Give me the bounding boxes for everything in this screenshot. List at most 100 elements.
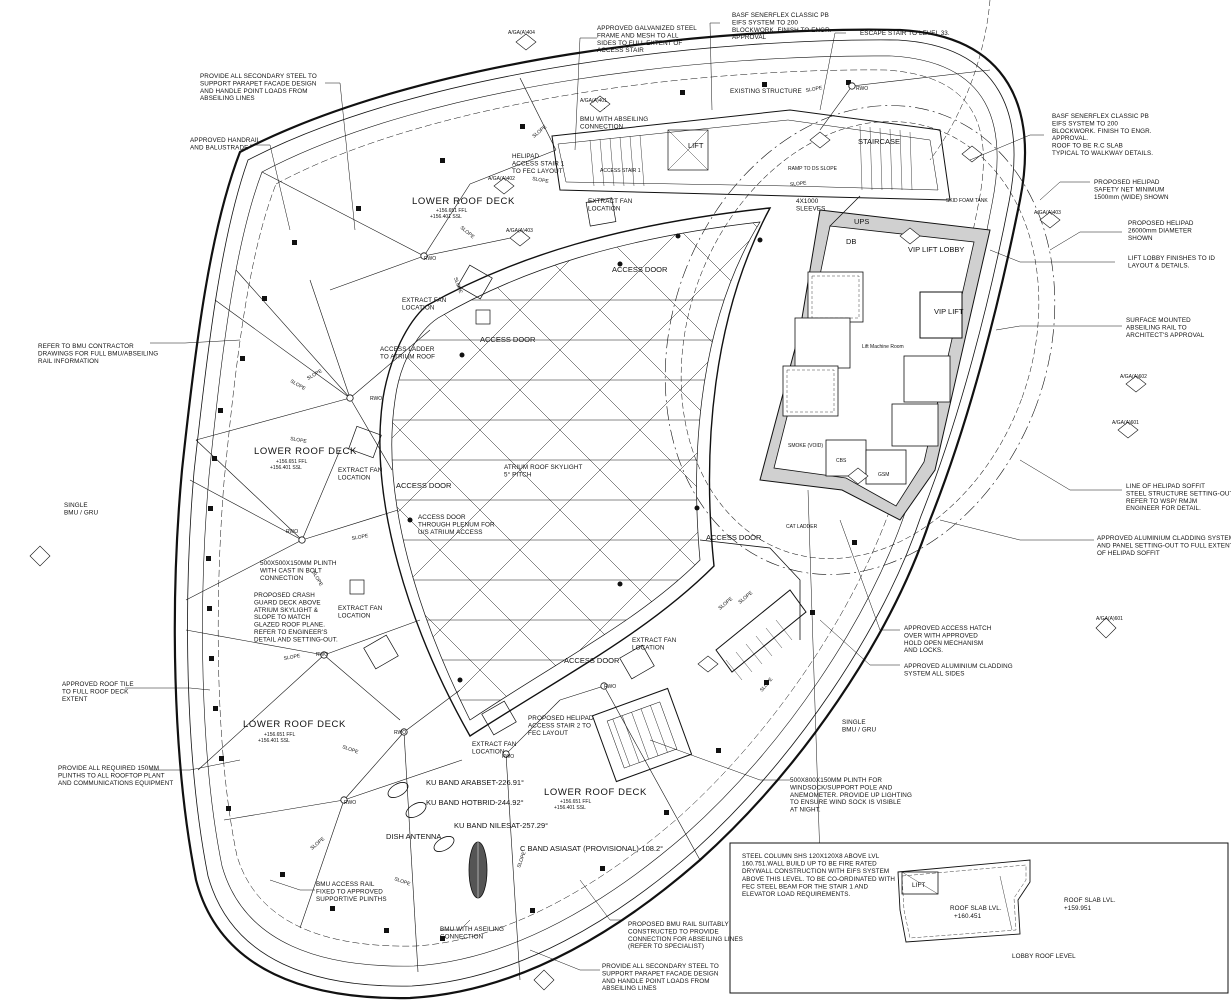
room-label-8: CAT LADDER — [786, 524, 818, 530]
inner-note-3-line-1: LOCATION — [588, 205, 621, 212]
door-label-0: ACCESS DOOR — [612, 265, 668, 274]
note-right-10-line-3: TO ENSURE WIND SOCK IS VISIBLE — [790, 799, 901, 806]
note-right-9-line-0: SINGLE — [842, 719, 866, 726]
note-left-0-line-0: PROVIDE ALL SECONDARY STEEL TO — [200, 73, 317, 80]
note-left-4-line-0: APPROVED ROOF TILE — [62, 681, 134, 688]
note-right-4-line-1: ABSEILING RAIL TO — [1126, 324, 1187, 331]
slope-label-14: SLOPE — [805, 85, 823, 94]
room-label-4: Lift Machine Room — [862, 344, 904, 350]
inner-note-12-line-0: PROPOSED HELIPAD — [528, 715, 594, 722]
note-bottom-3-line-3: ABSEILING LINES — [602, 985, 657, 992]
note-bottom-2-line-2: CONNECTION FOR ABSEILING LINES — [628, 936, 743, 943]
inner-note-7-line-1: WITH CAST IN BOLT — [260, 567, 322, 574]
note-top-1-line-0: BASF SENERFLEX CLASSIC PB — [732, 12, 829, 19]
note-right-0-line-5: TYPICAL TO WALKWAY DETAILS. — [1052, 150, 1153, 157]
note-right-2-line-1: 26000mm DIAMETER — [1128, 227, 1192, 234]
slope-label-17: SLOPE — [759, 676, 775, 693]
note-bottom-0-line-0: BMU ACCESS RAIL — [316, 881, 375, 888]
inner-note-1-line-0: HELIPAD — [512, 153, 540, 160]
note-right-4-line-0: SURFACE MOUNTED — [1126, 317, 1191, 324]
inner-note-13-line-1: THROUGH PLENUM FOR — [418, 521, 495, 528]
room-label-0: UPS — [854, 217, 869, 226]
inner-note-8-line-3: SLOPE TO MATCH — [254, 614, 311, 621]
note-top-0-line-3: ACCESS STAIR — [597, 47, 644, 54]
inner-note-3-line-0: EXTRACT FAN — [588, 198, 633, 205]
note-right-8-line-1: SYSTEM ALL SIDES — [904, 670, 965, 677]
slope-label-12: SLOPE — [532, 176, 550, 185]
inner-note-13-line-0: ACCESS DOOR — [418, 514, 466, 521]
slope-label-10: SLOPE — [459, 225, 476, 241]
room-label-1: DB — [846, 237, 856, 246]
section-tag-7: A/GA(A)601 — [1096, 616, 1123, 622]
note-right-7-line-3: AND LOCKS. — [904, 647, 943, 654]
note-right-1-line-0: PROPOSED HELIPAD — [1094, 179, 1160, 186]
inner-note-8-line-6: DETAIL AND SETTING-OUT. — [254, 636, 338, 643]
door-label-1: ACCESS DOOR — [480, 335, 536, 344]
note-left-0-line-3: ABSEILING LINES — [200, 95, 255, 102]
inner-note-11-line-0: EXTRACT FAN — [472, 741, 517, 748]
note-right-0-line-3: APPROVAL. — [1052, 135, 1088, 142]
lobby-slab-right: ROOF SLAB LVL. — [1064, 897, 1116, 904]
note-bottom-2-line-3: (REFER TO SPECIALIST) — [628, 943, 704, 950]
dish-label-3: C BAND ASIASAT (PROVISIONAL)-108.2° — [520, 844, 663, 853]
slope-label-6: SLOPE — [393, 876, 411, 888]
note-bottom-3-line-1: SUPPORT PARAPET FACADE DESIGN — [602, 970, 719, 977]
note-bottom-1-line-1: CONNECTION — [440, 933, 484, 940]
note-top-0-line-0: APPROVED GALVANIZED STEEL — [597, 25, 697, 32]
note-right-0-line-0: BASF SENERFLEX CLASSIC PB — [1052, 113, 1149, 120]
lobby-note-line-2: DRYWALL CONSTRUCTION WITH EIFS SYSTEM — [742, 868, 889, 875]
door-label-4: ACCESS DOOR — [564, 656, 620, 665]
note-bottom-3-line-0: PROVIDE ALL SECONDARY STEEL TO — [602, 963, 719, 970]
inner-note-7-line-0: 500X500X150MM PLINTH — [260, 560, 337, 567]
rwo-label-3: RWO — [394, 730, 406, 736]
note-top-1-line-1: EIFS SYSTEM TO 200 — [732, 19, 798, 26]
room-label-5: SMOKE (VOID) — [788, 443, 823, 449]
inner-note-12-line-2: FEC LAYOUT — [528, 730, 568, 737]
note-left-5-line-2: AND COMMUNICATIONS EQUIPMENT — [58, 780, 173, 787]
note-right-7-line-0: APPROVED ACCESS HATCH — [904, 625, 992, 632]
building-outline — [173, 28, 1027, 1000]
note-left-1-line-1: AND BALUSTRADE — [190, 144, 248, 151]
note-right-2-line-2: SHOWN — [1128, 235, 1153, 242]
dish-label-1: KU BAND HOTBRID-244.92° — [426, 798, 524, 807]
lobby-slab-left-value: +160.451 — [954, 913, 982, 920]
note-right-1-line-1: SAFETY NET MINIMUM — [1094, 186, 1165, 193]
inner-note-9-line-1: LOCATION — [338, 612, 371, 619]
inner-note-5-line-1: LOCATION — [402, 304, 435, 311]
level-ffl-1: +156.651 FFL — [276, 459, 307, 465]
lobby-slab-right-value: +159.951 — [1064, 905, 1092, 912]
rwo-label-8: RWO — [856, 86, 868, 92]
service-core — [759, 195, 991, 521]
slope-label-2: SLOPE — [351, 533, 369, 542]
inner-note-0-line-0: BMU WITH ABSEILING — [580, 116, 648, 123]
inner-note-4-line-1: TO ATRIUM ROOF — [380, 353, 435, 360]
section-tag-4: A/GA(A)403 — [1034, 210, 1061, 216]
note-bottom-2-line-0: PROPOSED BMU RAIL SUITABLY — [628, 921, 730, 928]
note-left-0-line-1: SUPPORT PARAPET FACADE DESIGN — [200, 80, 317, 87]
dish-antennas — [387, 782, 488, 899]
rwo-label-2: RWO — [316, 652, 328, 658]
level-ssl-1: +156.401 SSL — [270, 465, 302, 471]
rwo-label-6: RWO — [604, 684, 616, 690]
inner-note-8-line-1: GUARD DECK ABOVE — [254, 599, 321, 606]
lobby-note-line-1: 160.751.WALL BUILD UP TO BE FIRE RATED — [742, 861, 877, 868]
room-label-10: STAIRCASE — [858, 137, 900, 146]
inner-note-14-line-1: 5° PITCH — [504, 470, 532, 478]
note-right-3-line-0: LIFT LOBBY FINISHES TO ID — [1128, 255, 1215, 262]
level-ssl-2: +156.401 SSL — [258, 738, 290, 744]
inner-note-5-line-0: EXTRACT FAN — [402, 297, 447, 304]
door-label-2: ACCESS DOOR — [396, 481, 452, 490]
inner-note-7-line-2: CONNECTION — [260, 575, 304, 582]
slope-label-11: SLOPE — [531, 124, 548, 140]
note-right-1-line-2: 1500mm (WIDE) SHOWN — [1094, 194, 1169, 201]
note-left-2-line-2: RAIL INFORMATION — [38, 358, 99, 365]
note-top-0-line-1: FRAME AND MESH TO ALL — [597, 32, 679, 39]
slope-label-7: SLOPE — [290, 436, 308, 445]
level-ffl-2: +156.651 FFL — [264, 732, 295, 738]
inner-note-2-line-0: EXISTING STRUCTURE — [730, 88, 802, 95]
slope-label-0: SLOPE — [306, 368, 324, 382]
section-tag-5: A/GA(A)602 — [1120, 374, 1147, 380]
leader-lines — [125, 22, 1122, 971]
section-tag-6: A/GA(A)601 — [1112, 420, 1139, 426]
inner-note-9-line-0: EXTRACT FAN — [338, 605, 383, 612]
